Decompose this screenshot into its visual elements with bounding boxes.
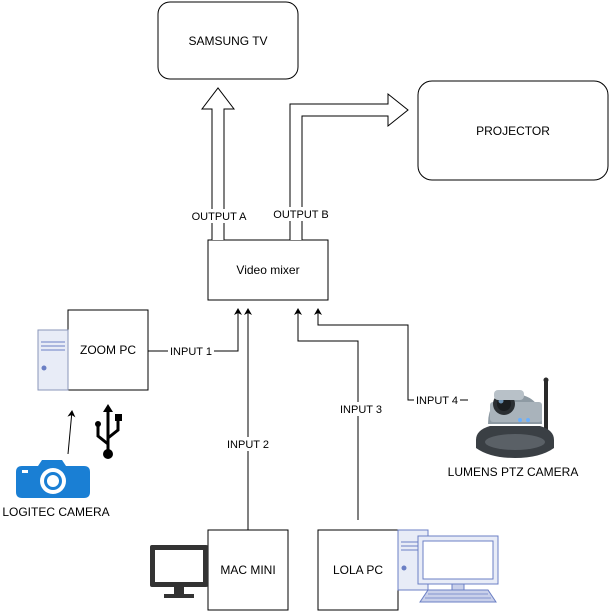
zoom-pc-node: ZOOM PC [67, 309, 149, 391]
video-mixer-label: Video mixer [236, 263, 299, 277]
lola-pc-node: LOLA PC [317, 529, 399, 611]
input-4-label: INPUT 4 [416, 395, 458, 407]
monitor-icon [150, 545, 208, 598]
input-3-connector: INPUT 3 [294, 308, 384, 520]
lola-pc-label: LOLA PC [333, 563, 383, 577]
output-a-arrow: OUTPUT A [190, 87, 248, 240]
input-4-connector: INPUT 4 [314, 308, 468, 407]
projector-label: PROJECTOR [476, 124, 550, 138]
camera-icon [16, 460, 90, 498]
samsung-tv-label: SAMSUNG TV [188, 34, 267, 48]
ptz-camera-icon [476, 377, 554, 458]
samsung-tv-node: SAMSUNG TV [157, 1, 299, 80]
logitec-camera-label: LOGITEC CAMERA [2, 505, 109, 519]
desktop-computer-icon [397, 529, 499, 603]
input-2-connector: INPUT 2 [225, 308, 271, 530]
projector-node: PROJECTOR [417, 80, 609, 181]
input-3-label: INPUT 3 [340, 404, 382, 416]
desktop-tower-icon [37, 329, 69, 391]
mac-mini-node: MAC MINI [207, 529, 289, 611]
lumens-ptz-camera-label: LUMENS PTZ CAMERA [448, 465, 579, 479]
video-mixer-node: Video mixer [207, 239, 329, 301]
input-1-label: INPUT 1 [170, 346, 212, 358]
output-b-arrow: OUTPUT B [271, 92, 409, 240]
output-a-label: OUTPUT A [192, 211, 247, 223]
input-1-connector: INPUT 1 [148, 308, 242, 358]
usb-icon [95, 404, 122, 459]
input-2-label: INPUT 2 [227, 439, 269, 451]
mac-mini-label: MAC MINI [220, 563, 275, 577]
zoom-pc-label: ZOOM PC [80, 343, 136, 357]
logitec-to-zoom-arrow [67, 410, 76, 455]
output-b-label: OUTPUT B [273, 209, 328, 221]
